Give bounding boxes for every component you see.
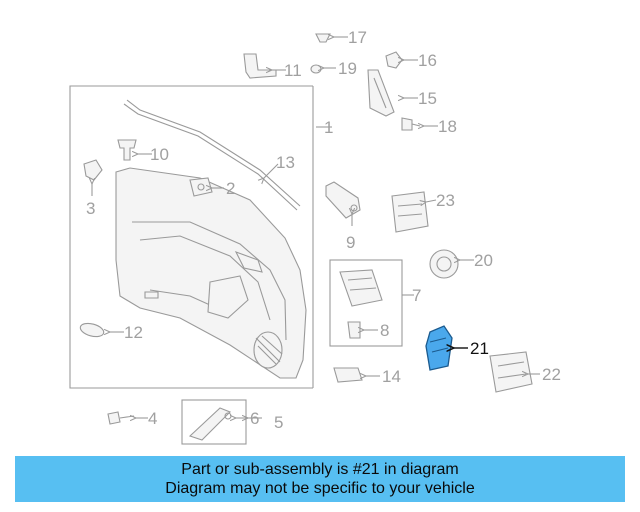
door-trim-panel [115,167,307,379]
callout-16: 16 [418,51,437,70]
door-panel-frame [69,85,314,389]
clip-10 [117,139,137,161]
knob-20 [429,249,459,279]
switch-assembly-frame [329,259,403,347]
callout-18: 18 [438,117,457,136]
callout-6: 6 [250,409,259,428]
callout-9: 9 [346,233,355,252]
callout-17: 17 [348,28,367,47]
clip-8 [347,321,361,339]
callout-19: 19 [338,59,357,78]
switch-9 [325,181,361,219]
washer-19 [310,64,322,74]
switch-22 [489,351,533,393]
switch-23 [391,191,429,233]
banner-line-part-info: Part or sub-assembly is #21 in diagram [181,461,459,478]
screw-18 [401,117,421,131]
callout-3: 3 [86,199,95,218]
bracket-11 [243,53,277,79]
callout-2: 2 [226,179,235,198]
callout-5: 5 [274,413,283,432]
callout-22: 22 [542,365,561,384]
retainer-3 [83,159,103,181]
belt-molding [123,99,301,211]
parts-diagram: 1 2 3 4 5 6 7 8 9 10 11 12 13 14 15 16 1… [69,28,561,445]
clip-14 [333,367,363,383]
bracket-2 [189,177,213,197]
part-21-highlighted[interactable] [425,325,453,371]
callout-8: 8 [380,321,389,340]
plug-12 [79,322,105,338]
callout-13: 13 [276,153,295,172]
callout-23: 23 [436,191,455,210]
callout-1: 1 [324,118,333,137]
callout-10: 10 [150,145,169,164]
callout-21: 21 [470,339,489,358]
handle-assembly-frame [181,399,247,445]
window-switch-7 [339,269,383,307]
clip-17 [315,33,331,43]
cover-15 [367,69,395,117]
leader-lines [92,37,540,418]
nut-16 [385,51,403,69]
screw-4 [107,411,135,425]
callout-11: 11 [284,61,302,80]
callout-15: 15 [418,89,437,108]
info-banner: Part or sub-assembly is #21 in diagram D… [15,456,625,502]
banner-line-disclaimer: Diagram may not be specific to your vehi… [165,480,475,497]
handle-6 [188,407,232,441]
callout-20: 20 [474,251,493,270]
callout-4: 4 [148,409,157,428]
callout-12: 12 [124,323,143,342]
callout-14: 14 [382,367,401,386]
callout-7: 7 [412,286,421,305]
